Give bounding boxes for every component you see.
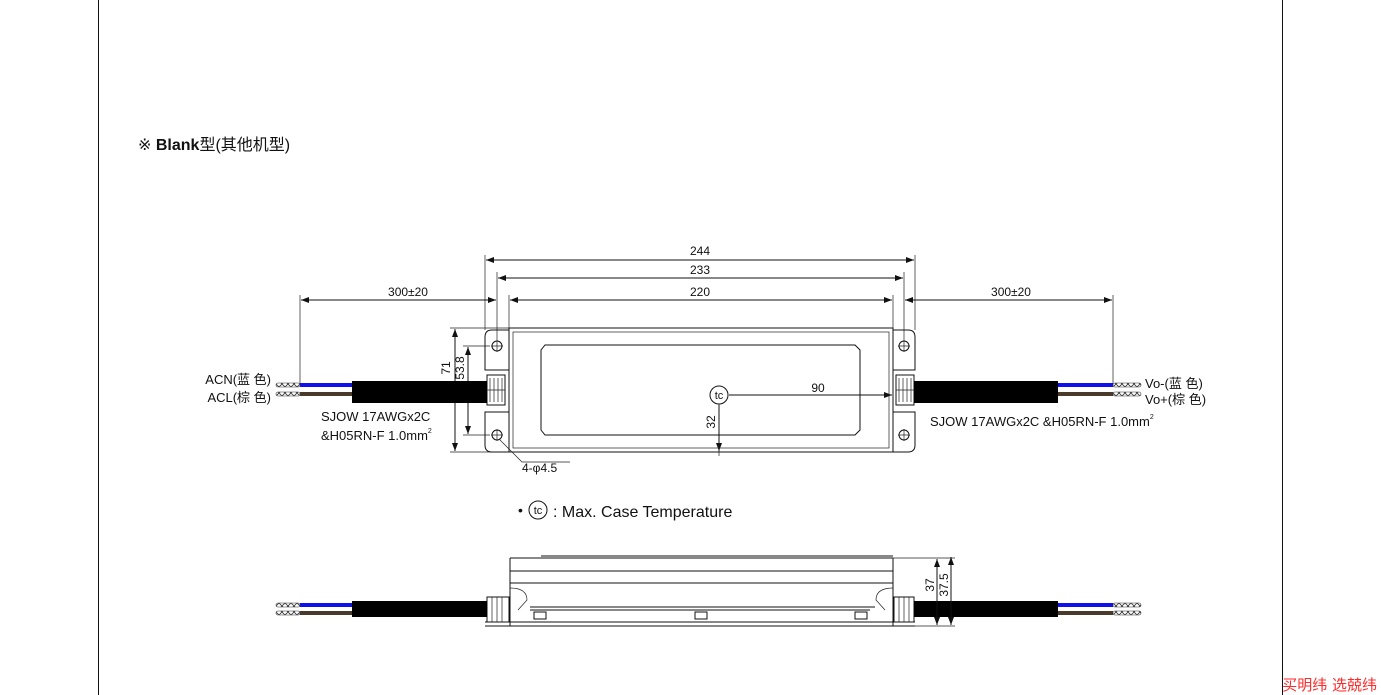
watermark: 买明纬 选兢纬 [1282, 676, 1377, 694]
tc-marker [709, 385, 729, 405]
label-cable-left-2: &H05RN-F 1.0mm2 [321, 428, 432, 443]
label-vo-plus: Vo+(棕 色) [1145, 392, 1206, 407]
section-title: ※ Blank型(其他机型) [138, 136, 290, 154]
wire-brown-right [1058, 392, 1113, 396]
label-vo-minus: Vo-(蓝 色) [1145, 376, 1203, 391]
side-view: 37 37.5 [275, 555, 1142, 627]
case-window [540, 344, 861, 436]
cable-right [914, 381, 1058, 403]
label-233: 233 [690, 263, 710, 277]
legend-text: : Max. Case Temperature [553, 504, 732, 521]
label-90: 90 [811, 381, 825, 395]
label-acn: ACN(蓝 色) [205, 372, 271, 387]
label-71: 71 [439, 361, 453, 375]
cable-left [352, 381, 487, 403]
label-cable-right: SJOW 17AWGx2C &H05RN-F 1.0mm2 [930, 414, 1154, 429]
wire-blue-left [300, 383, 352, 387]
label-37: 37 [923, 578, 937, 592]
legend-bullet: • [518, 502, 523, 518]
label-37-5: 37.5 [937, 573, 951, 597]
label-cable-left-1: SJOW 17AWGx2C [321, 409, 430, 424]
label-53-8: 53.8 [453, 356, 467, 380]
wire-brown-left [300, 392, 352, 396]
label-left-cable: 300±20 [388, 285, 428, 299]
top-view: 244 233 220 300±20 300±20 71 53.8 90 32 [205, 244, 1206, 475]
mounting-holes [491, 340, 910, 441]
label-32: 32 [704, 415, 718, 429]
tc-label: tc [715, 390, 724, 402]
label-right-cable: 300±20 [991, 285, 1031, 299]
label-holes: 4-φ4.5 [522, 461, 557, 475]
label-220: 220 [690, 285, 710, 299]
case-body [508, 327, 894, 453]
label-244: 244 [690, 244, 710, 258]
legend: • tc : Max. Case Temperature [518, 500, 732, 521]
label-acl: ACL(棕 色) [207, 390, 271, 405]
legend-tc: tc [534, 505, 543, 517]
wire-blue-right [1058, 383, 1113, 387]
